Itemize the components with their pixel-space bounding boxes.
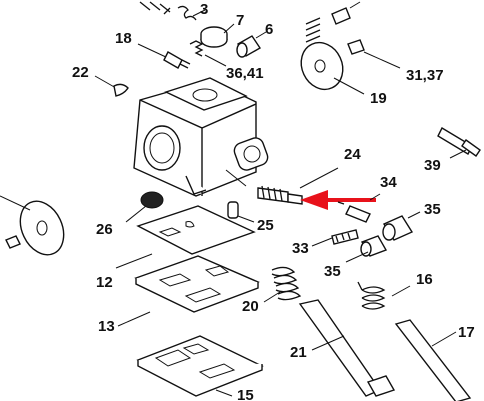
label-7: 7 [236, 12, 244, 29]
part-26-filter [125, 191, 164, 223]
part-21-shaft [298, 299, 396, 397]
label-13: 13 [98, 318, 115, 335]
part-39-needle [437, 127, 481, 159]
label-22: 22 [72, 64, 89, 81]
label-15: 15 [237, 387, 254, 401]
label-26: 26 [96, 221, 113, 238]
part-17-shaft [394, 319, 472, 401]
highlight-arrow [300, 190, 376, 210]
part-34-screw [337, 193, 381, 223]
part-6-plug [236, 31, 267, 58]
label-16: 16 [416, 271, 433, 288]
part-19-diaphragm [300, 41, 365, 95]
part-16-spring [357, 281, 411, 310]
part-35-bushing-upper [382, 211, 421, 241]
label-17: 17 [458, 324, 475, 341]
label-24: 24 [344, 146, 361, 163]
part-3-spring [139, 1, 206, 21]
part-25-pin [227, 201, 255, 223]
part-31-37-screw [347, 39, 401, 69]
label-33: 33 [292, 240, 309, 257]
label-3: 3 [200, 1, 208, 18]
label-19: 19 [370, 90, 387, 107]
label-36-41: 36,41 [226, 65, 264, 82]
label-34: 34 [380, 174, 397, 191]
part-12-gasket [115, 205, 256, 269]
part-18-screw [137, 43, 191, 69]
part-number-labels: 3 7 6 18 36,41 22 31,37 19 39 24 34 35 2… [72, 1, 475, 401]
part-20-spring [263, 266, 302, 303]
label-20: 20 [242, 298, 259, 315]
label-6: 6 [265, 21, 273, 38]
label-31-37: 31,37 [406, 67, 444, 84]
part-36-41-spring [189, 40, 227, 67]
top-right-spring-set [305, 1, 361, 43]
label-18: 18 [115, 30, 132, 47]
part-15-plate [136, 335, 264, 397]
part-24-needle [257, 167, 339, 205]
label-39: 39 [424, 157, 441, 174]
label-35-upper: 35 [424, 201, 441, 218]
part-33-screw [311, 229, 359, 247]
label-35-lower: 35 [324, 263, 341, 280]
part-22-clip [94, 75, 129, 97]
label-12: 12 [96, 274, 113, 291]
part-7-cap [200, 23, 235, 48]
part-13-plate [117, 255, 260, 327]
label-21: 21 [290, 344, 307, 361]
carburetor-body [133, 77, 269, 197]
label-25: 25 [257, 217, 274, 234]
part-35-bushing-lower [345, 235, 388, 263]
left-diaphragm-disk [0, 195, 65, 256]
